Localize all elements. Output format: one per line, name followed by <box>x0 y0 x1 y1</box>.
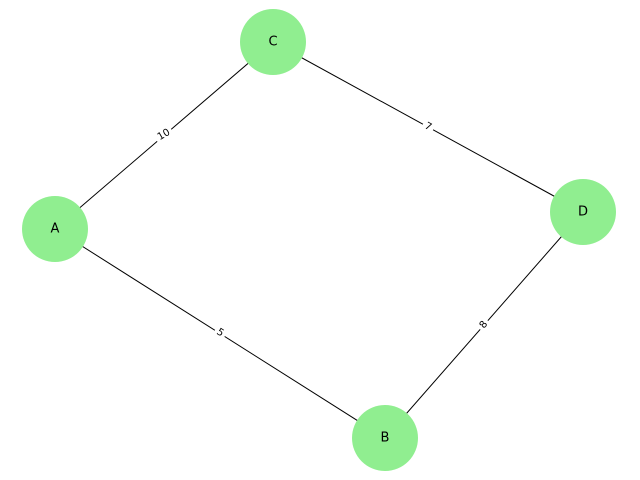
graph-edge-label-a-c: 10 <box>152 124 176 146</box>
node-circle-c[interactable] <box>240 9 306 75</box>
node-label-d: D <box>578 205 588 220</box>
node-label-c: C <box>268 35 277 50</box>
graph-edge-label-b-d: 8 <box>474 316 494 334</box>
graph-node-d[interactable]: D <box>550 179 616 245</box>
graph-node-a[interactable]: A <box>22 196 88 262</box>
node-circle-b[interactable] <box>352 405 418 471</box>
edge-weight-text: 7 <box>423 121 434 134</box>
node-circle-d[interactable] <box>550 179 616 245</box>
edge-label-backdrop <box>419 118 437 136</box>
edges-layer <box>54 41 584 439</box>
edge-label-backdrop <box>211 323 229 343</box>
graph-edge-label-c-d: 7 <box>419 118 437 136</box>
edge-weight-text: 8 <box>478 319 491 331</box>
node-circle-a[interactable] <box>22 196 88 262</box>
node-label-a: A <box>51 222 60 237</box>
nodes-layer: A B C D <box>22 9 616 471</box>
graph-node-c[interactable]: C <box>240 9 306 75</box>
edge-weight-text: 5 <box>214 327 225 340</box>
graph-edge-label-a-b: 5 <box>211 323 229 343</box>
graph-node-b[interactable]: B <box>352 405 418 471</box>
edge-labels-layer: 10 7 5 8 <box>152 118 494 343</box>
edge-label-backdrop <box>152 124 176 146</box>
edge-label-backdrop <box>474 316 494 334</box>
node-label-b: B <box>381 431 390 446</box>
